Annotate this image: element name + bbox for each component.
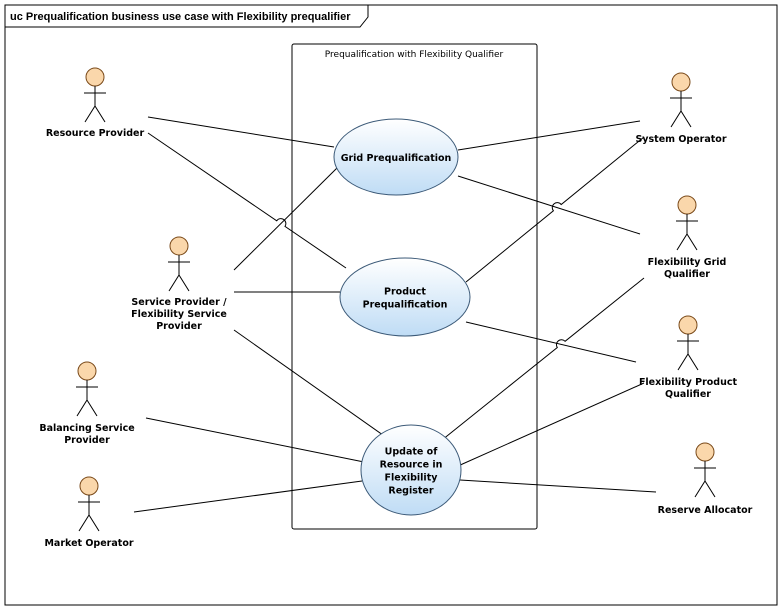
actor-label: Flexibility Product [639,377,738,388]
association-update-resource-to-reserve-allocator[interactable] [459,479,657,493]
actor-label: Reserve Allocator [658,505,753,516]
association-market-operator-to-update-resource[interactable] [133,480,363,513]
use-case-label: Register [388,486,433,497]
use-case-label: Prequalification [363,300,448,311]
association-update-resource-to-flexibility-product-qualifier[interactable] [457,382,645,467]
stick-figure-icon [168,255,190,292]
association-update-resource-to-flexibility-grid-qualifier[interactable] [441,277,645,441]
association-balancing-service-provider-to-update-resource[interactable] [145,417,365,463]
stick-figure-icon [76,380,98,417]
actor-label: System Operator [635,134,726,145]
actor-head-icon [77,361,97,381]
stick-figure-icon [78,495,100,532]
actor-head-icon [85,67,105,87]
association-resource-provider-to-grid-prequalification[interactable] [147,116,335,148]
actor-label: Market Operator [44,538,133,549]
actor-head-icon [695,442,715,462]
stick-figure-icon [84,86,106,123]
actor-label: Flexibility Service [131,309,227,320]
stick-figure-icon [676,214,698,251]
use-case-ellipse[interactable] [333,118,459,196]
association-grid-prequalification-to-system-operator[interactable] [457,120,641,151]
boundary-box [291,43,538,530]
actor-label: Provider [156,321,202,332]
actor-resource-provider[interactable]: Resource Provider [46,67,145,139]
stick-figure-icon [694,461,716,498]
actor-head-icon [169,236,189,256]
frame-border [4,4,778,606]
actor-label: Provider [64,435,110,446]
actor-head-icon [678,315,698,335]
association-product-prequalification-to-flexibility-product-qualifier[interactable] [465,321,637,363]
frame-tab [4,4,369,28]
actor-label: Balancing Service [39,423,134,434]
association-resource-provider-to-product-prequalification[interactable] [147,132,347,269]
actor-label: Resource Provider [46,128,145,139]
use-case-label: Grid Prequalification [341,153,452,164]
actor-head-icon [677,195,697,215]
use-case-grid-prequalification[interactable]: Grid Prequalification [333,118,459,196]
diagram-frame: uc Prequalification business use case wi… [4,4,778,606]
stick-figure-icon [677,334,699,371]
actor-service-provider[interactable]: Service Provider /Flexibility ServicePro… [131,236,227,332]
associations [133,116,657,513]
use-case-ellipse[interactable] [360,424,462,516]
actor-reserve-allocator[interactable]: Reserve Allocator [658,442,753,516]
actor-label: Qualifier [665,389,711,400]
association-grid-prequalification-to-flexibility-grid-qualifier[interactable] [457,175,641,235]
association-service-provider-to-grid-prequalification[interactable] [233,167,338,271]
system-boundary: Prequalification with Flexibility Qualif… [291,43,538,530]
frame-title: uc Prequalification business use case wi… [10,11,351,23]
stick-figure-icon [670,91,692,128]
actor-head-icon [79,476,99,496]
actor-head-icon [671,72,691,92]
use-case-label: Product [384,287,426,298]
association-product-prequalification-to-system-operator[interactable] [465,136,645,283]
use-case-label: Flexibility [385,473,439,484]
association-service-provider-to-update-resource[interactable] [233,329,391,441]
actor-market-operator[interactable]: Market Operator [44,476,134,549]
use-cases: Grid PrequalificationProductPrequalifica… [333,118,471,516]
use-case-label: Resource in [380,460,443,471]
actor-label: Flexibility Grid [648,257,727,268]
actor-label: Service Provider / [131,297,227,308]
boundary-title: Prequalification with Flexibility Qualif… [325,50,504,60]
actor-system-operator[interactable]: System Operator [635,72,727,145]
use-case-ellipse[interactable] [339,257,471,337]
use-case-label: Update of [385,447,439,458]
actor-label: Qualifier [664,269,710,280]
